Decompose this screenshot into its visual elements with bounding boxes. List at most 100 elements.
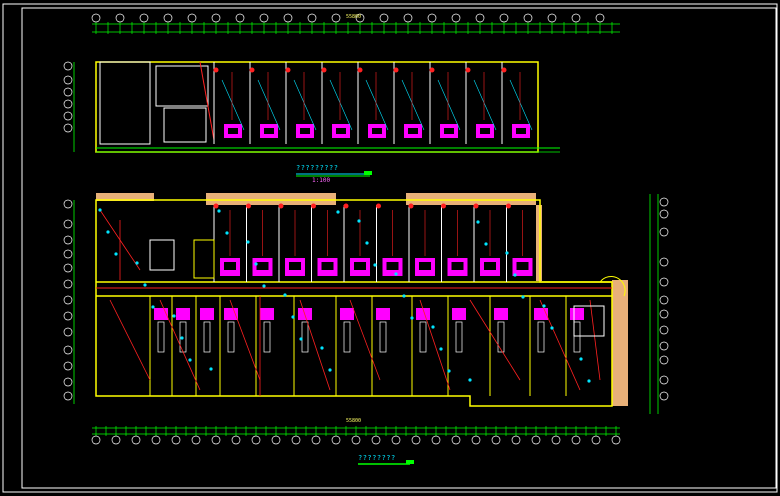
circle-label-icon [259,13,269,23]
wire-run [539,299,581,391]
wire-run [329,79,353,131]
circle-label-icon [351,435,361,445]
lower-room-bays-north [213,203,533,282]
circle-label-icon [63,295,73,305]
light-fixture-icon [213,203,219,209]
fixture-core [516,262,529,270]
device-dot [431,325,435,329]
wire-run [229,299,261,381]
circle-label-icon [63,111,73,121]
device-dot [217,209,221,213]
outlet-icon [340,308,354,320]
cabinet [203,321,211,353]
circle-label-icon [403,13,413,23]
cabinet [573,321,581,353]
circle-label-icon [91,435,101,445]
circle-label-icon [427,13,437,23]
circle-label-icon [551,435,561,445]
inner-frame [21,7,777,489]
circle-label-icon [211,435,221,445]
upper-plan [63,13,620,153]
wire-run [159,299,201,391]
wire-run [469,299,521,381]
wire-run [365,79,389,131]
circle-label-icon [659,355,669,365]
circle-label-icon [659,325,669,335]
light-fixture-icon [376,203,381,209]
circle-label-icon [331,13,341,23]
fixture-core [386,262,399,270]
circle-label-icon [231,435,241,445]
wire-run [589,299,601,381]
wire-run [349,299,381,381]
device-dot [521,295,525,299]
light-fixture-icon [343,203,349,209]
circle-label-icon [659,391,669,401]
wire-run [293,79,317,131]
circle-label-icon [63,199,73,209]
light-fixture-icon [441,203,446,209]
circle-label-icon [139,13,149,23]
device-dot [151,305,155,309]
fixture-core [228,128,238,134]
circle-label-icon [63,391,73,401]
circle-label-icon [307,13,317,23]
outlet-icon [260,308,274,320]
wire-run [509,79,533,131]
circle-label-icon [571,435,581,445]
circle-label-icon [475,13,485,23]
device-dot [336,210,340,214]
lower-plan-title: ???????? [358,454,396,462]
lower-building-outline [95,199,613,407]
circle-label-icon [659,375,669,385]
fixture-core [408,128,418,134]
fixture-core [444,128,454,134]
cabinet [227,321,235,353]
device-dot [513,273,517,277]
device-dot [299,337,303,341]
circle-label-icon [271,435,281,445]
circle-label-icon [63,235,73,245]
fixture-core [256,262,269,270]
wire-run [419,299,451,391]
left-grid-bubbles-lower [63,199,73,401]
fixture-core [354,262,366,270]
device-dot [172,314,176,318]
outlet-icon [200,308,214,320]
device-dot [373,263,377,267]
cabinet [263,321,271,353]
circle-label-icon [63,327,73,337]
fixture-core [372,128,382,134]
device-dot [542,304,546,308]
wire-run [473,79,497,131]
circle-label-icon [187,13,197,23]
device-dot [98,208,102,212]
device-dot [476,220,480,224]
wire-run [401,79,425,131]
device-dot [106,230,110,234]
right-grid-bubbles [659,197,669,401]
device-dot [365,241,369,245]
circle-label-icon [391,435,401,445]
circle-label-icon [131,435,141,445]
bottom-dimension-total: 55800 [346,418,362,424]
device-dot [550,326,554,330]
upper-room-bays [213,62,533,144]
wire-run [299,299,331,391]
circle-label-icon [191,435,201,445]
device-dot [468,378,472,382]
device-dot [143,283,147,287]
cabinet [343,321,351,353]
lower-plan [63,193,669,445]
circle-label-icon [63,361,73,371]
device-dot [410,316,414,320]
outlet-icon [494,308,508,320]
cabinet [301,321,309,353]
outlet-icon [224,308,238,320]
bottom-grid-bubbles [91,435,621,445]
device-dot [254,262,258,266]
circle-label-icon [63,75,73,85]
fixture-core [480,128,490,134]
circle-label-icon [63,311,73,321]
circle-label-icon [659,341,669,351]
